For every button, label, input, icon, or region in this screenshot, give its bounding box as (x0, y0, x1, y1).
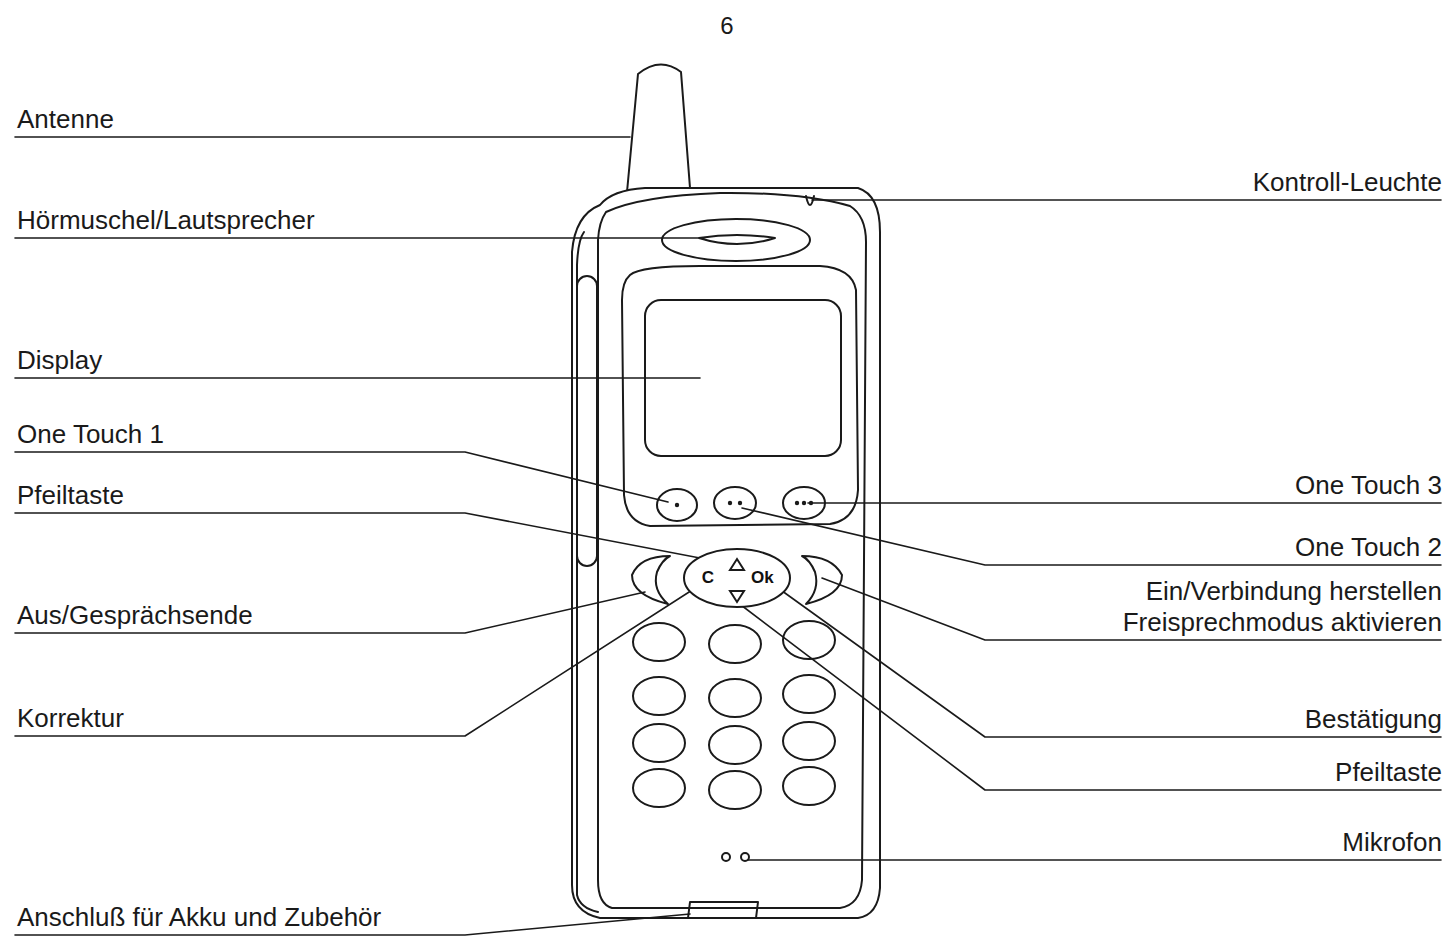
part-label: Display (17, 345, 102, 376)
part-label: Bestätigung (1305, 704, 1442, 735)
part-label: Aus/Gesprächsende (17, 600, 253, 631)
key-label: C (702, 568, 714, 588)
arrow-symbol (730, 591, 744, 602)
arrow-symbol (730, 559, 744, 570)
key-outline (682, 547, 792, 609)
page-number: 6 (720, 10, 733, 41)
key-label: Ok (751, 568, 774, 588)
part-label: Pfeiltaste (1335, 757, 1442, 788)
part-label: Antenne (17, 104, 114, 135)
part-label: Mikrofon (1342, 827, 1442, 858)
part-label: Ein/Verbindung herstellen Freisprechmodu… (1042, 576, 1442, 638)
part-label: One Touch 1 (17, 419, 164, 450)
part-label: Korrektur (17, 703, 124, 734)
part-label: Pfeiltaste (17, 480, 124, 511)
part-label: One Touch 2 (1295, 532, 1442, 563)
part-label: One Touch 3 (1295, 470, 1442, 501)
navigation-key: C Ok (682, 547, 792, 609)
part-label: Anschluß für Akku und Zubehör (17, 902, 381, 933)
part-label: Kontroll-Leuchte (1253, 167, 1442, 198)
part-label: Hörmuschel/Lautsprecher (17, 205, 315, 236)
